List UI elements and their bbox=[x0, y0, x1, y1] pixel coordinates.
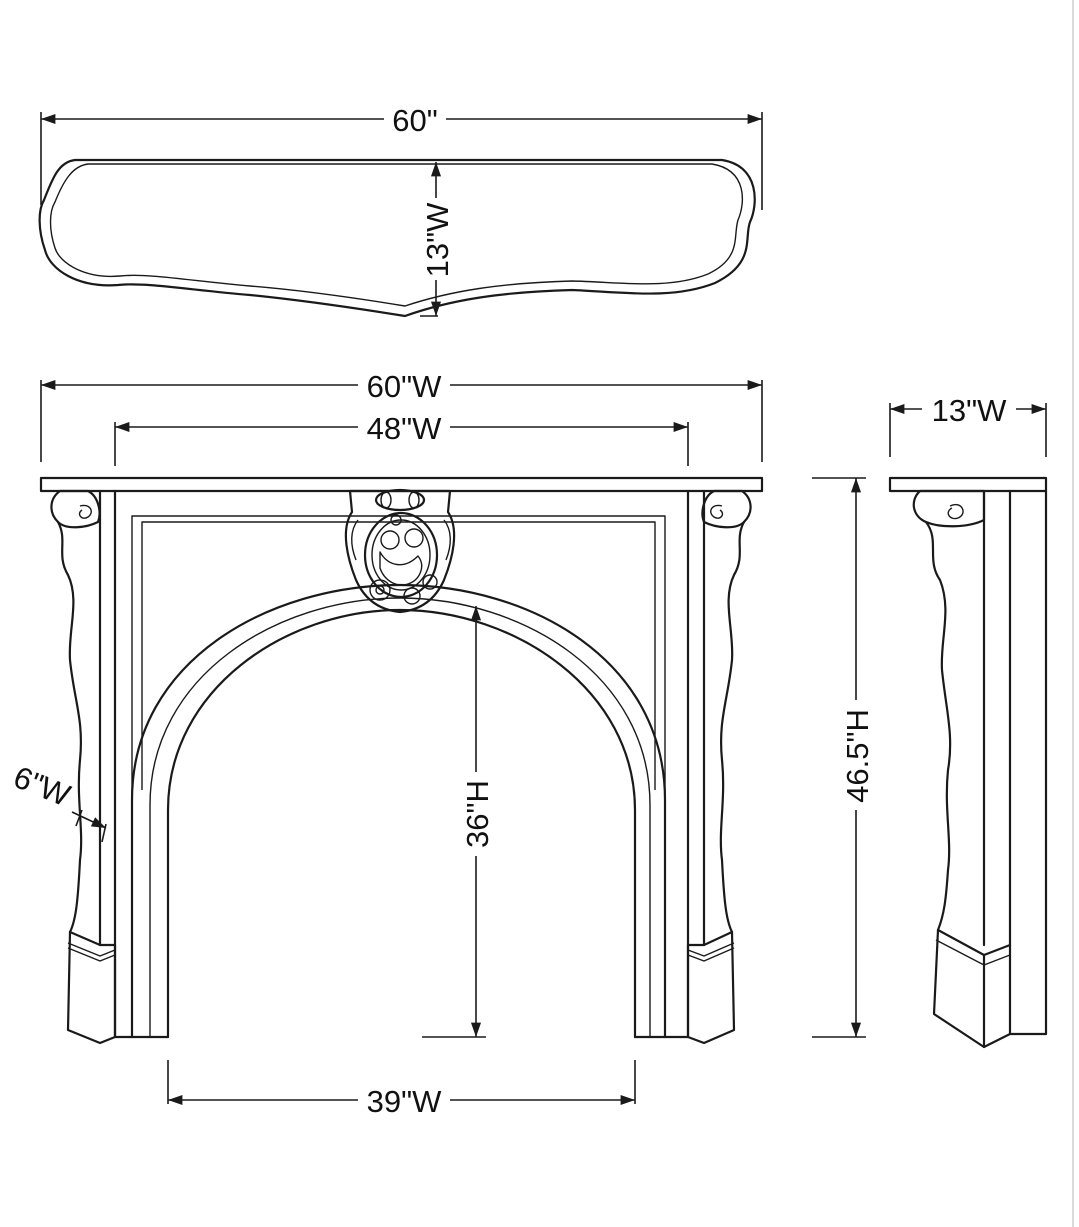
dim-opening-height-label: 36"H bbox=[460, 780, 495, 848]
left-leg-outer bbox=[56, 520, 83, 934]
dim-leg-width-label: 6"W bbox=[9, 759, 76, 813]
side-leg-profile bbox=[924, 520, 952, 932]
dim-opening-top-width: 48"W bbox=[114, 408, 689, 466]
arch-outer bbox=[130, 583, 667, 1039]
dim-overall-height-label: 46.5"H bbox=[840, 709, 875, 803]
right-leg-outer bbox=[719, 520, 746, 934]
dim-side-depth: 13"W bbox=[889, 390, 1047, 457]
dim-opening-width: 39"W bbox=[167, 1060, 636, 1119]
dim-top-width: 60" bbox=[40, 100, 763, 210]
dim-opening-width-label: 39"W bbox=[367, 1084, 442, 1119]
arch-inner bbox=[166, 608, 637, 1039]
dim-top-depth: 13"W bbox=[420, 162, 455, 317]
plan-view bbox=[38, 158, 756, 318]
dim-overall-width: 60"W bbox=[40, 366, 763, 462]
front-elevation bbox=[39, 476, 764, 1045]
side-shelf bbox=[888, 476, 1048, 493]
dim-side-depth-label: 13"W bbox=[932, 393, 1007, 428]
left-plinth bbox=[66, 930, 117, 1045]
dim-top-depth-label: 13"W bbox=[420, 202, 455, 277]
right-corbel bbox=[701, 489, 752, 529]
plan-outline-outer bbox=[38, 158, 756, 318]
dim-opening-height: 36"H bbox=[422, 606, 495, 1038]
left-corbel bbox=[50, 489, 101, 529]
frieze-panel bbox=[131, 515, 666, 800]
dim-leg-width: 6"W bbox=[9, 759, 107, 843]
cherub-cartouche bbox=[344, 488, 456, 614]
plan-outline-inner bbox=[49, 163, 743, 307]
right-plinth bbox=[686, 930, 736, 1045]
side-corbel bbox=[912, 489, 986, 528]
dim-overall-width-label: 60"W bbox=[367, 369, 442, 404]
side-elevation bbox=[888, 476, 1048, 1049]
dim-overall-height: 46.5"H bbox=[812, 477, 875, 1038]
dim-opening-top-width-label: 48"W bbox=[367, 411, 442, 446]
dim-top-width-label: 60" bbox=[392, 103, 438, 138]
